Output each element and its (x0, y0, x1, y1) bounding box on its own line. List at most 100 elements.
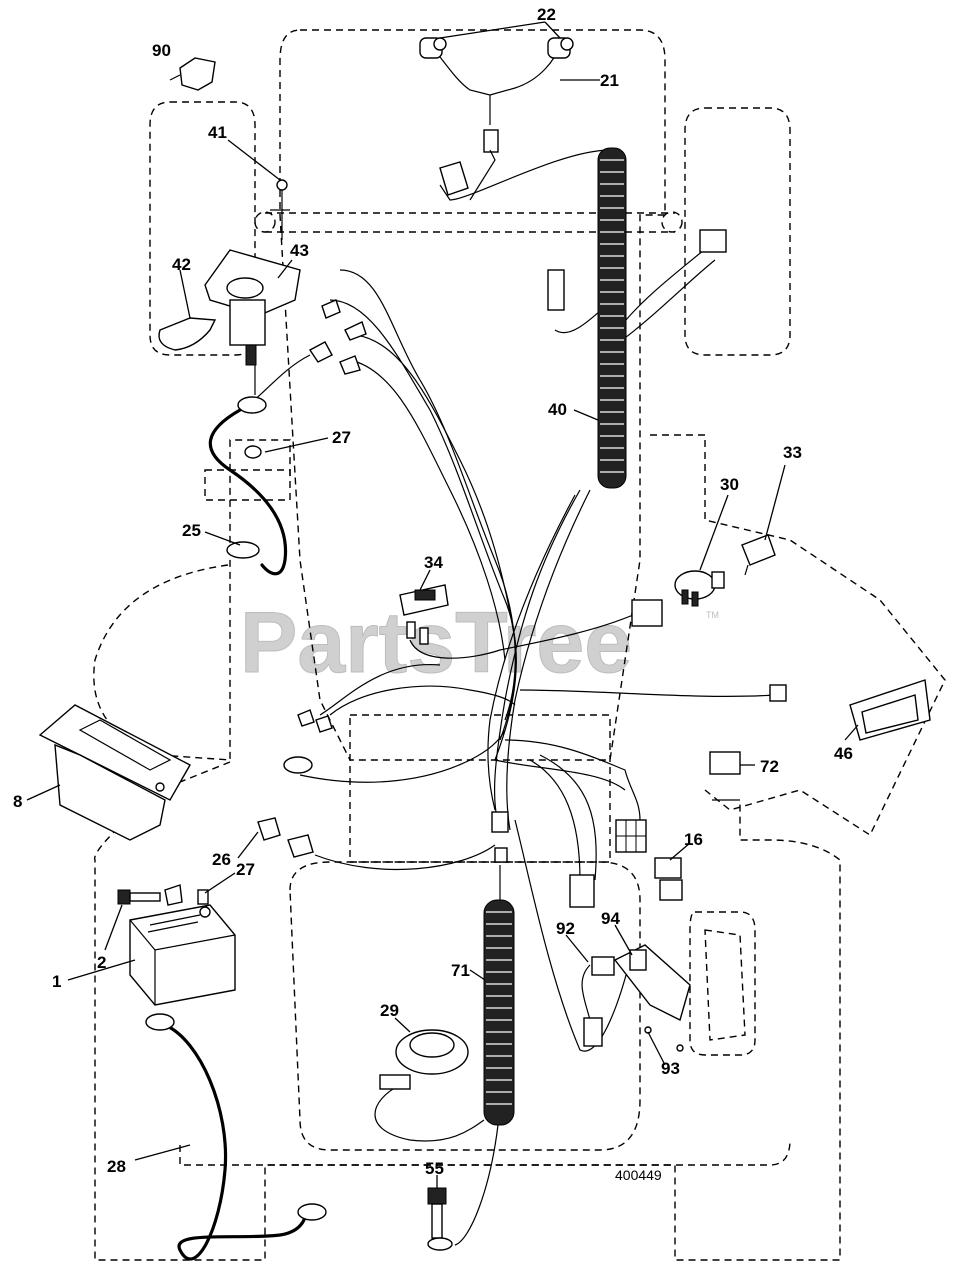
ignition-terminal (245, 344, 257, 366)
terminal-left-1 (321, 299, 341, 319)
callout-8: 8 (13, 792, 22, 811)
leader-lines (26, 21, 859, 1188)
switch-34-terminal-1 (406, 621, 416, 639)
connector-six-pin-grid (616, 820, 646, 852)
switch-34-rocker (414, 589, 436, 601)
switch-33-lead (744, 564, 749, 576)
loom-71-ribs (486, 911, 512, 1105)
screw-93-second (676, 1044, 684, 1052)
battery-1-terminal (199, 906, 211, 918)
callout-29: 29 (380, 1001, 399, 1020)
callout-33: 33 (783, 443, 802, 462)
harness-branch-lower-connector-2 (539, 754, 597, 881)
callout-42: 42 (172, 255, 191, 274)
bolt-55-head (427, 1187, 447, 1205)
callout-90: 90 (152, 41, 171, 60)
lock-screw (270, 190, 290, 240)
switch-33 (741, 534, 776, 576)
callout-71: 71 (451, 961, 470, 980)
ignition-key (158, 317, 217, 351)
bolt-55 (427, 1187, 453, 1251)
rear-deck-line (179, 1139, 791, 1166)
callout-93: 93 (661, 1059, 680, 1078)
bolt-2-head (117, 889, 131, 905)
callout-72: 72 (760, 757, 779, 776)
axle-pivot-right (661, 211, 683, 233)
switch-94-plunger (629, 949, 647, 971)
hood-outline (279, 29, 666, 761)
callout-55: 55 (425, 1159, 444, 1178)
light-46-lens (861, 694, 919, 734)
part-16-lower (659, 879, 683, 901)
callout-43: 43 (290, 241, 309, 260)
upper-right-connector (699, 229, 727, 253)
ignition-switch-body (229, 299, 266, 346)
callout-1: 1 (52, 972, 61, 991)
part-92-lower (583, 1017, 603, 1047)
ignition-terminal-upper (308, 341, 333, 363)
harness-left-loom-3 (354, 334, 517, 761)
callout-30: 30 (720, 475, 739, 494)
part-16-upper (654, 857, 682, 879)
harness-left-loom-4 (349, 359, 506, 661)
cable-25 (208, 408, 288, 576)
loom-71-lead (454, 1124, 499, 1246)
callout-34: 34 (424, 553, 443, 572)
harness-trunk-2 (506, 489, 591, 831)
harness-branch-right-upper (617, 244, 711, 331)
nut-27-upper (244, 445, 262, 459)
connector-center (491, 811, 509, 833)
nut-90 (179, 57, 216, 91)
upper-switch-connector (547, 269, 565, 311)
headlight-socket-left (433, 37, 447, 51)
harness-trunk-1 (493, 489, 581, 831)
part-29-connector (379, 1074, 411, 1090)
relay-72 (709, 751, 741, 775)
loom-ribs (600, 159, 624, 473)
terminal-left-lower-2 (315, 715, 333, 733)
part-16 (654, 857, 683, 901)
connector-center-lower (494, 847, 508, 863)
terminal-left-lower-1 (297, 709, 315, 727)
nut-90-stud (169, 74, 181, 81)
ignition-switch-face (226, 277, 264, 299)
terminal-left-2 (344, 321, 367, 341)
part-29-cap (409, 1032, 455, 1058)
connector-lower (569, 874, 595, 908)
battery-1-body (129, 904, 236, 1006)
part-29 (374, 1029, 485, 1142)
cable-28-ring-lower (297, 1203, 327, 1221)
harness-branch-connector-2 (494, 759, 626, 791)
harness-trunk-3 (487, 494, 576, 811)
harness-branch-34 (409, 611, 641, 659)
harness-left-loom-1 (339, 269, 516, 721)
harness-branch-lower-connector (529, 759, 581, 881)
terminal-left-3 (339, 355, 361, 375)
callout-94: 94 (601, 909, 620, 928)
harness-branch-left-terminal-2 (319, 664, 441, 716)
connector-46-plug (769, 684, 787, 702)
callout-40: 40 (548, 400, 567, 419)
cable-28 (163, 1023, 307, 1261)
harness-branch-upper-left (439, 149, 611, 201)
watermark-trademark: TM (706, 610, 719, 620)
harness-branch-26 (314, 844, 496, 871)
harness-branch-94 (514, 819, 631, 1052)
lock-nut-41 (276, 179, 288, 191)
nut-27-lower (197, 889, 209, 905)
switch-30-pin-2 (691, 591, 699, 607)
harness-loom-71 (483, 899, 515, 1126)
callout-16: 16 (684, 830, 703, 849)
front-left-wheel-outline (149, 101, 256, 356)
switch-30-pin-1 (681, 589, 689, 605)
bolt-2-shank (129, 892, 161, 902)
harness-branch-connector (504, 739, 641, 821)
battery-box-body (54, 743, 166, 841)
callout-27-lower: 27 (236, 860, 255, 879)
headlight-wires (429, 44, 561, 125)
callout-22: 22 (537, 5, 556, 24)
harness-branch-46 (519, 689, 776, 697)
switch-34-terminal-2 (419, 627, 429, 645)
connector-main-right (631, 599, 663, 627)
